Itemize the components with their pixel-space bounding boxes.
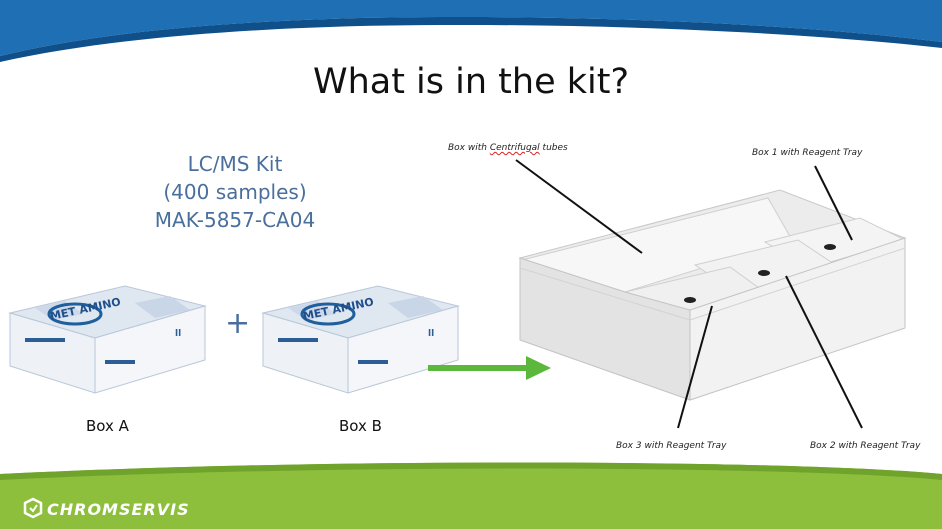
chromservis-logo-icon [23, 497, 43, 519]
callout-centrifugal-prefix: Box with [448, 143, 490, 153]
svg-text:ll: ll [175, 329, 181, 339]
kit-info: LC/MS Kit (400 samples) MAK-5857-CA04 [150, 150, 320, 234]
kit-samples: (400 samples) [163, 180, 307, 204]
open-kit-box-image [518, 189, 907, 401]
box-a-label: Box A [86, 417, 129, 435]
brand-name: CHROMSERVIS [47, 500, 190, 519]
box-b-label: Box B [339, 417, 382, 435]
plus-sign: + [225, 306, 251, 341]
header-wave [0, 0, 942, 62]
box-a-image: MET AMINO ll [8, 285, 207, 394]
callout-box1: Box 1 with Reagent Tray [752, 148, 863, 158]
callout-box3: Box 3 with Reagent Tray [616, 441, 727, 451]
svg-text:ll: ll [428, 329, 434, 339]
footer-wave [0, 462, 942, 529]
arrow-right-icon [428, 356, 551, 380]
kit-name: LC/MS Kit [187, 152, 283, 176]
callout-centrifugal-word: Centrifugal [489, 143, 540, 153]
box-b-image: MET AMINO ll [261, 285, 460, 394]
slide-title: What is in the kit? [312, 62, 630, 102]
callout-box2: Box 2 with Reagent Tray [810, 441, 921, 451]
kit-code: MAK-5857-CA04 [154, 208, 316, 232]
callout-centrifugal-tubes: Box with Centrifugal tubes [448, 143, 568, 153]
callout-centrifugal-suffix: tubes [539, 143, 568, 153]
